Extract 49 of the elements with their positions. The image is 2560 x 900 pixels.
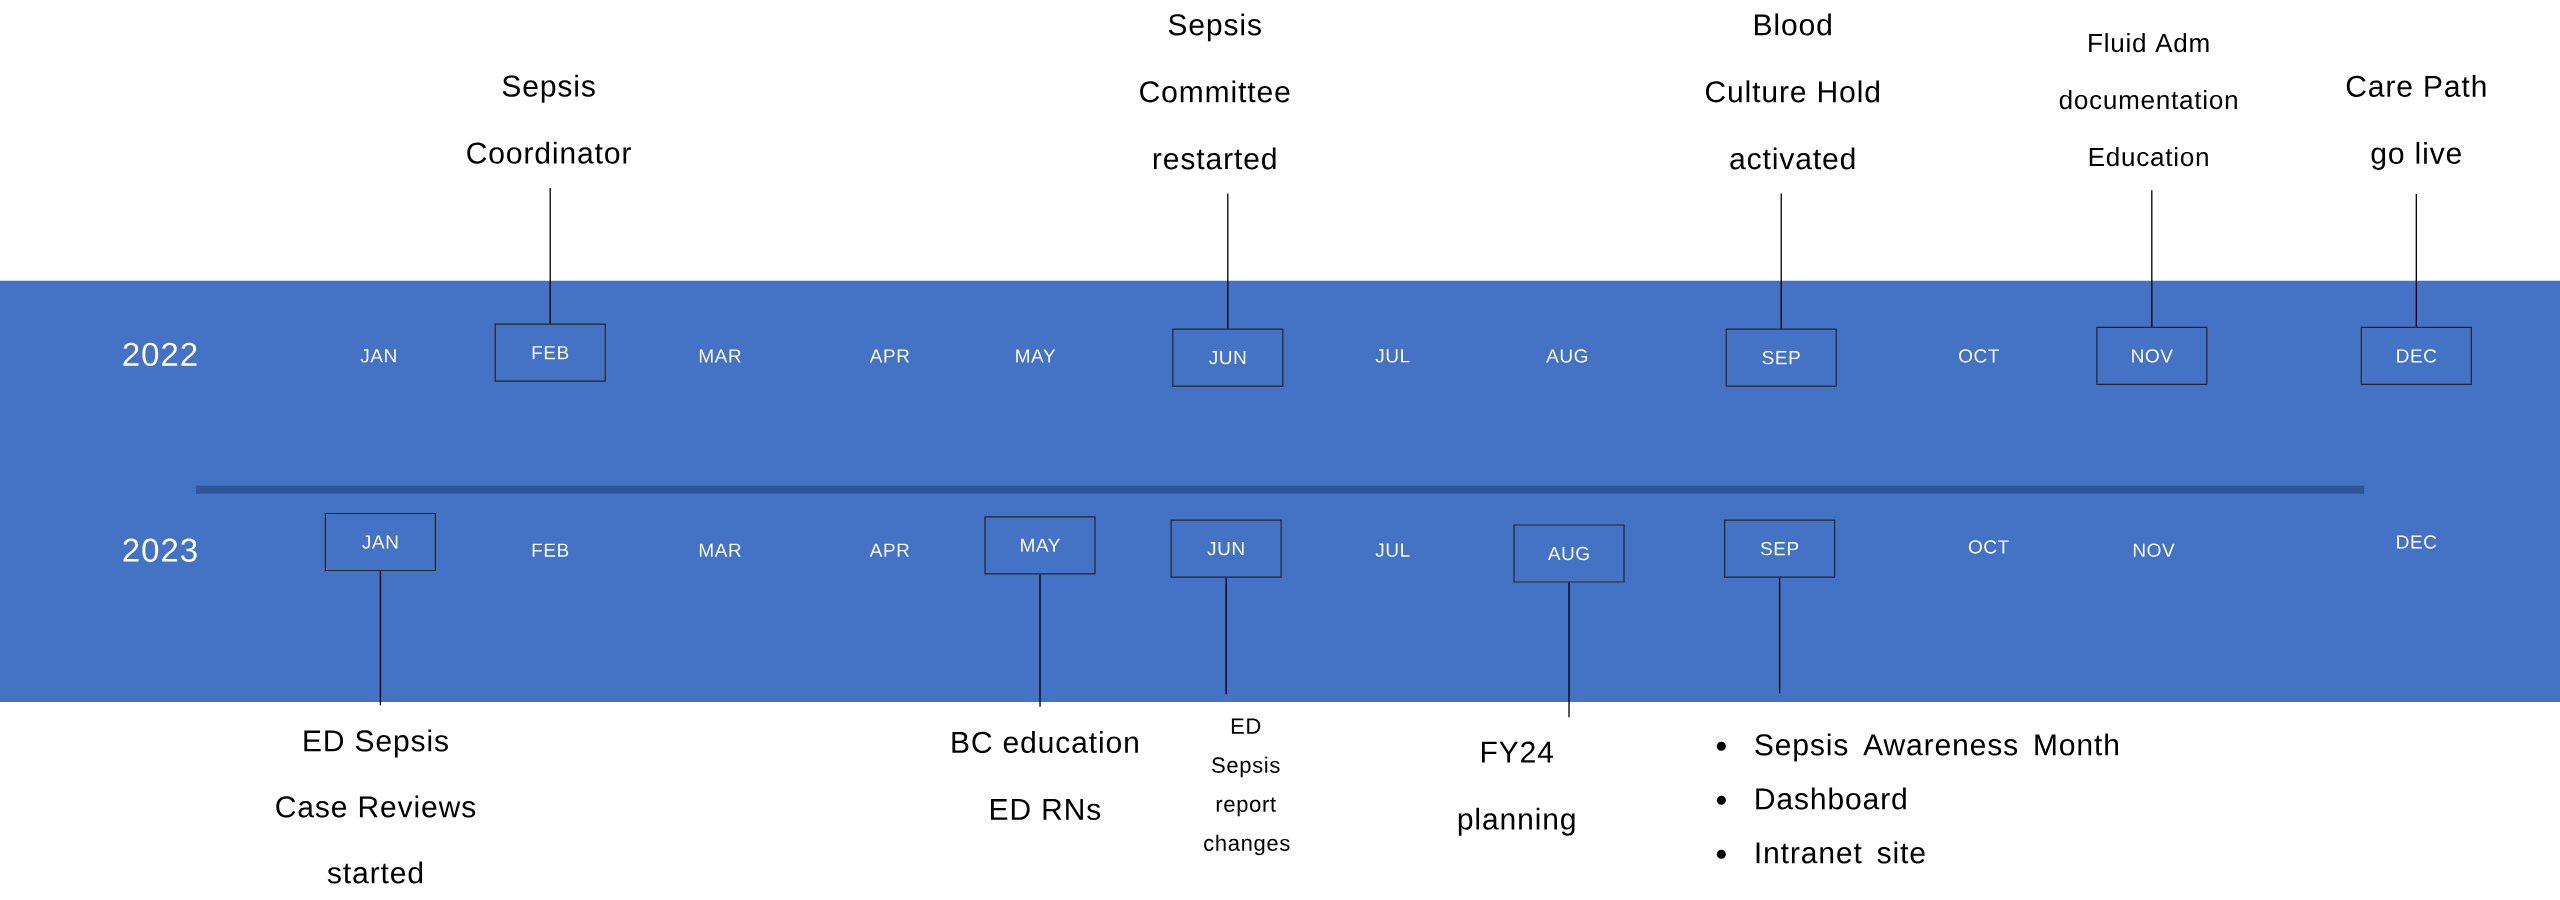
month-box: DEC xyxy=(2360,326,2472,385)
leader-line xyxy=(1568,581,1570,718)
leader-line xyxy=(1780,192,1782,330)
leader-line xyxy=(1225,577,1227,695)
event-label: Fluid Adm documentation Education xyxy=(2059,33,2237,167)
event-label: Care Path go live xyxy=(2346,74,2486,170)
month-box: JUN xyxy=(1172,328,1284,387)
leader-line xyxy=(1039,573,1041,708)
month-label: NOV xyxy=(2133,543,2175,557)
month-label: MAR xyxy=(699,349,741,363)
month-box: SEP xyxy=(1725,328,1837,387)
event-label: Sepsis Committee restarted xyxy=(1140,13,1290,170)
leader-line xyxy=(2151,189,2153,328)
month-box: JUN xyxy=(1170,519,1282,578)
month-label: JUL xyxy=(1375,349,1410,363)
month-box: MAY xyxy=(984,516,1096,575)
month-label: MAY xyxy=(1016,349,1056,363)
month-label: OCT xyxy=(1968,540,2009,554)
node-label: Intranet site xyxy=(1756,841,1925,864)
year-label: 2023 xyxy=(123,538,197,562)
month-box: NOV xyxy=(2096,326,2208,385)
month-label: MAR xyxy=(699,543,741,557)
month-label: OCT xyxy=(1959,349,1999,363)
month-box: JAN xyxy=(324,512,436,572)
event-label: FY24 planning xyxy=(1458,741,1575,836)
event-label: Blood Culture Hold activated xyxy=(1706,13,1879,170)
event-label: BC education ED RNs xyxy=(952,731,1138,821)
month-label: AUG xyxy=(1546,349,1587,363)
leader-line xyxy=(1778,577,1781,694)
month-label: DEC xyxy=(2397,535,2437,549)
month-label: APR xyxy=(869,349,909,363)
month-box: SEP xyxy=(1724,519,1836,578)
event-label: ED Sepsis Case Reviews started xyxy=(276,729,476,884)
leader-line xyxy=(1227,192,1229,330)
node-label: Dashboard xyxy=(1756,787,1906,810)
month-label: FEB xyxy=(532,543,569,557)
node-label: Sepsis Awareness Month xyxy=(1755,733,2118,762)
leader-line xyxy=(379,570,382,706)
month-label: JAN xyxy=(360,349,396,363)
month-box: AUG xyxy=(1513,524,1625,583)
month-label: JUL xyxy=(1375,543,1410,557)
event-label: ED Sepsis report changes xyxy=(1204,718,1290,856)
month-box: FEB xyxy=(494,323,606,382)
leader-line xyxy=(549,187,551,325)
bullet-list: Sepsis Awareness Month Dashboard Intranet site xyxy=(1716,733,2118,864)
leader-line xyxy=(2415,193,2417,328)
month-label: APR xyxy=(869,543,909,557)
event-label: Sepsis Coordinator xyxy=(467,74,631,164)
year-label: 2022 xyxy=(123,342,197,366)
